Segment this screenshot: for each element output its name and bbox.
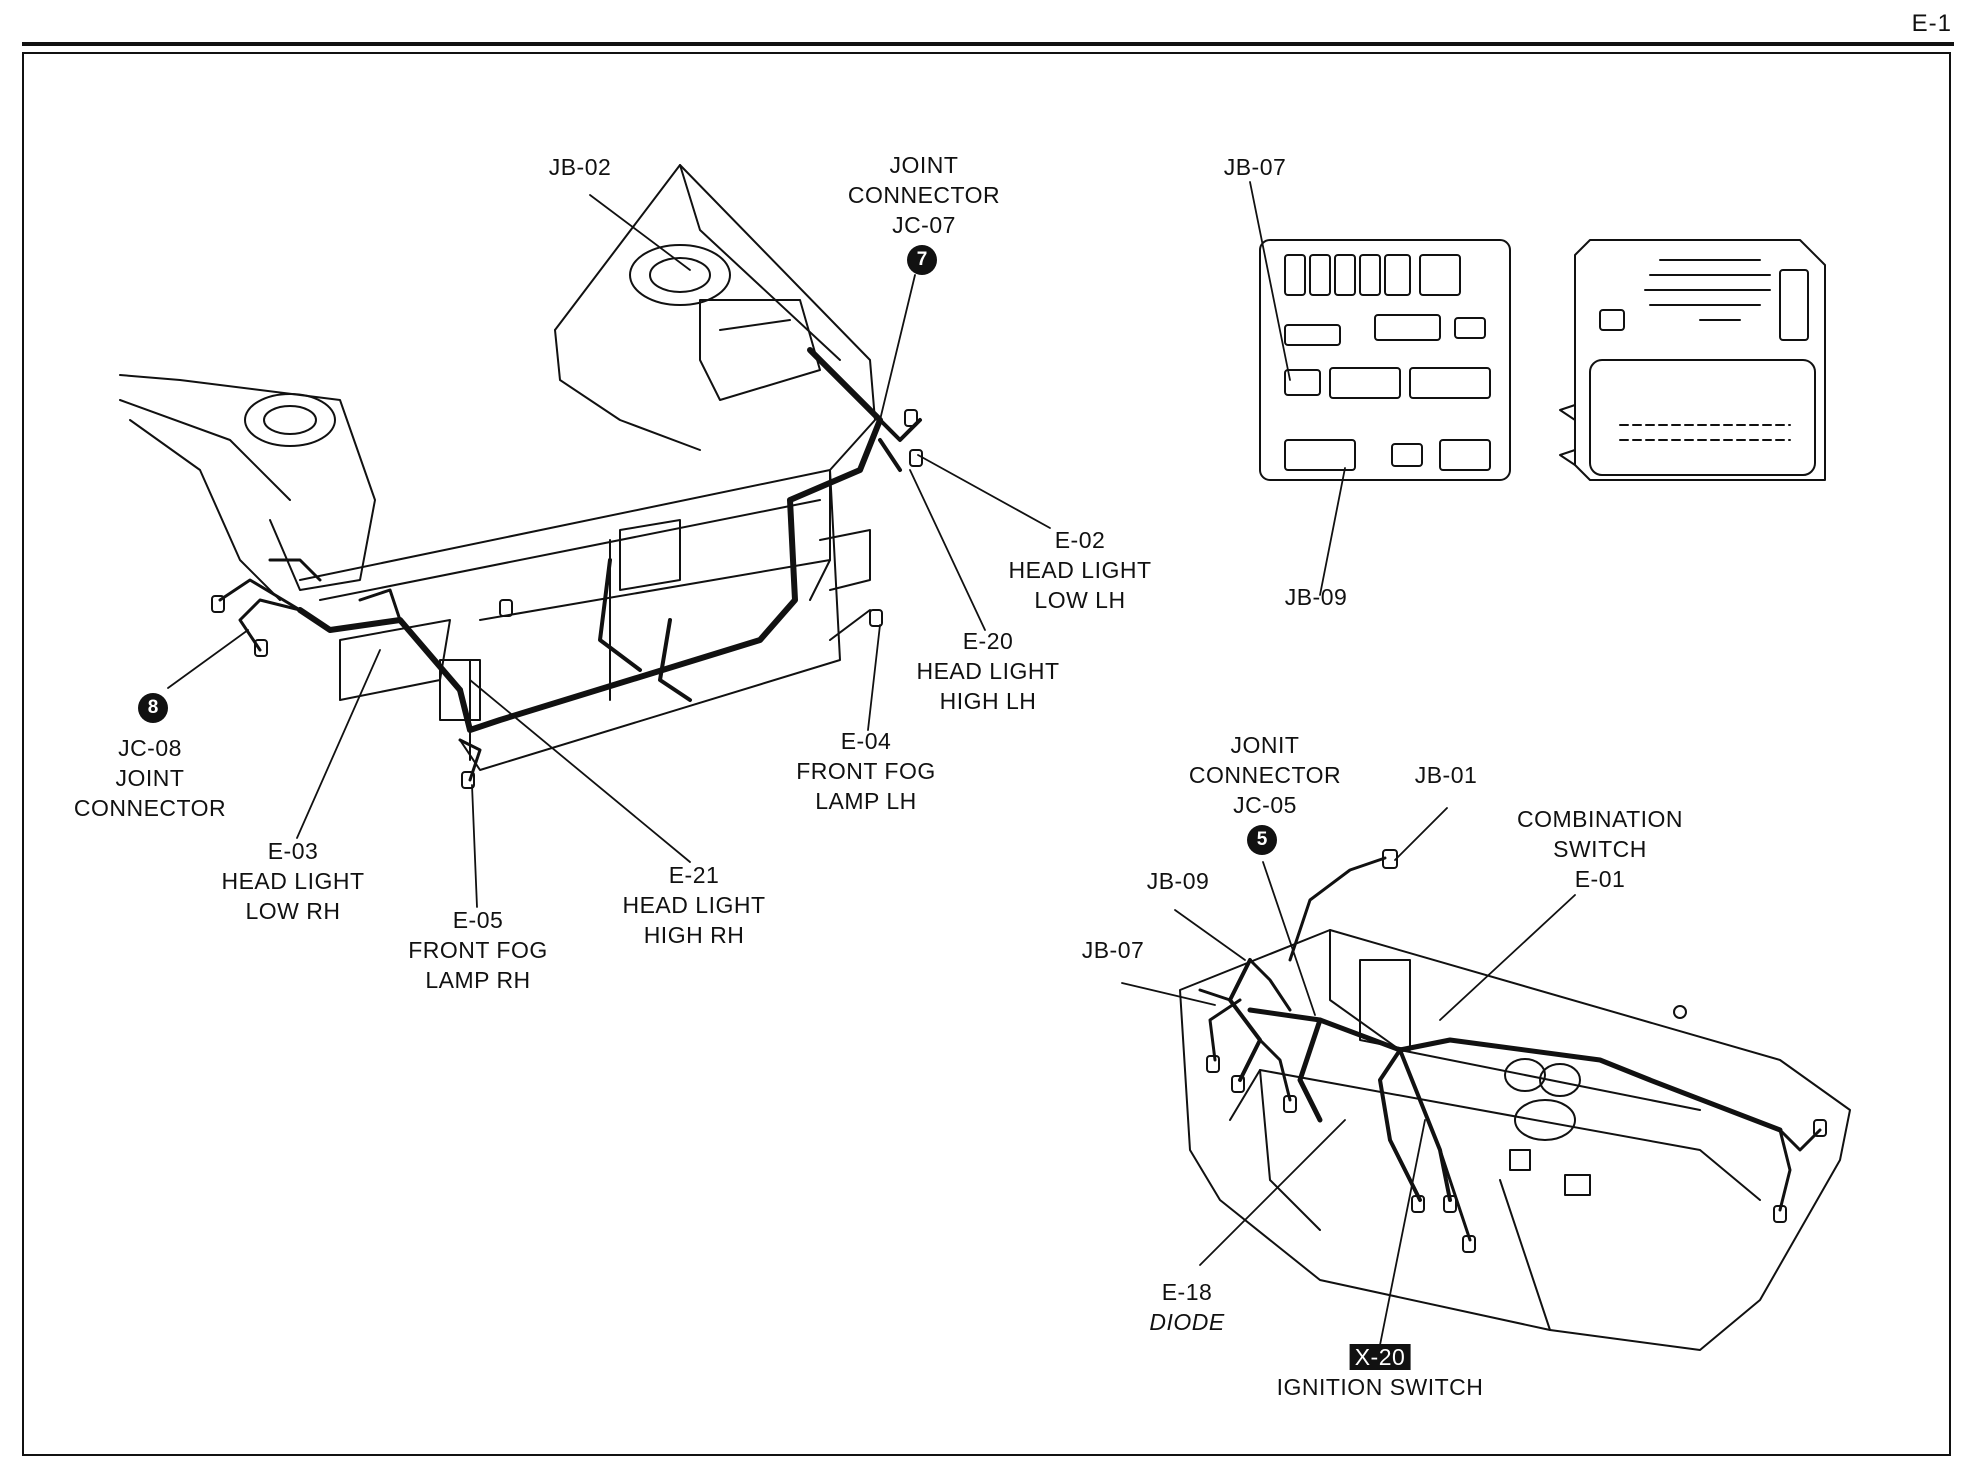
label-jc-05: JONIT CONNECTOR JC-05 — [1189, 730, 1341, 820]
label-jc-07-line2: CONNECTOR — [847, 182, 1001, 208]
badge-jc-08: 8 — [138, 693, 168, 723]
label-e-03: E-03 HEAD LIGHT LOW RH — [221, 836, 364, 926]
label-e-04-line3: LAMP LH — [815, 788, 917, 814]
instrument-panel-drawing — [1179, 849, 1851, 1351]
label-jb-07-top: JB-07 — [1224, 152, 1287, 182]
label-e-05-line3: LAMP RH — [425, 967, 531, 993]
label-e-05: E-05 FRONT FOG LAMP RH — [408, 905, 548, 995]
label-e-05-line2: FRONT FOG — [408, 937, 548, 963]
leader-lines — [167, 181, 1576, 1346]
label-e-20-line3: HIGH LH — [939, 688, 1037, 714]
label-x-20-code-wrap: X-20 — [1277, 1342, 1484, 1372]
label-e-05-line1: E-05 — [452, 907, 504, 933]
jb-09-fusebox-drawing — [1559, 239, 1826, 481]
label-jc-05-line2: CONNECTOR — [1188, 762, 1342, 788]
label-jb-02: JB-02 — [549, 152, 612, 182]
label-e-01-line2: SWITCH — [1553, 836, 1647, 862]
badge-jc-05: 5 — [1247, 825, 1277, 855]
label-jc-07-line1: JOINT — [889, 152, 959, 178]
label-jb-07-top-text: JB-07 — [1223, 154, 1287, 180]
label-e-20-line2: HEAD LIGHT — [916, 658, 1060, 684]
label-e-02: E-02 HEAD LIGHT LOW LH — [1008, 525, 1151, 615]
page-number: E-1 — [1911, 10, 1952, 37]
label-jc-05-line3: JC-05 — [1233, 792, 1297, 818]
label-jb-01: JB-01 — [1415, 760, 1478, 790]
label-e-18-line1: E-18 — [1161, 1279, 1213, 1305]
label-jc-08: JC-08 JOINT CONNECTOR — [74, 733, 226, 823]
label-x-20-name: IGNITION SWITCH — [1276, 1374, 1484, 1400]
label-jb-09-bottom-text: JB-09 — [1146, 868, 1210, 894]
label-e-21: E-21 HEAD LIGHT HIGH RH — [622, 860, 765, 950]
label-x-20: X-20 IGNITION SWITCH — [1277, 1342, 1484, 1402]
label-e-01-line1: COMBINATION — [1516, 806, 1684, 832]
label-e-21-line1: E-21 — [668, 862, 720, 888]
label-e-03-line1: E-03 — [267, 838, 319, 864]
label-e-03-line3: LOW RH — [245, 898, 341, 924]
label-jb-09-top: JB-09 — [1285, 582, 1348, 612]
label-e-04-line2: FRONT FOG — [796, 758, 936, 784]
label-jc-05-line1: JONIT — [1230, 732, 1300, 758]
label-e-18-line2: DIODE — [1149, 1309, 1225, 1335]
label-e-01: COMBINATION SWITCH E-01 — [1517, 804, 1683, 894]
engine-compartment-drawing — [119, 164, 923, 789]
label-jb-09-top-text: JB-09 — [1284, 584, 1348, 610]
label-jc-08-line2: JOINT — [115, 765, 185, 791]
label-e-02-line1: E-02 — [1054, 527, 1106, 553]
label-jb-09-bottom: JB-09 — [1147, 866, 1210, 896]
label-e-01-line3: E-01 — [1574, 866, 1626, 892]
label-e-04: E-04 FRONT FOG LAMP LH — [796, 726, 936, 816]
jb-07-fusebox-drawing — [1259, 239, 1511, 481]
label-e-02-line3: LOW LH — [1034, 587, 1126, 613]
label-jb-07-bottom-text: JB-07 — [1081, 937, 1145, 963]
label-e-21-line2: HEAD LIGHT — [622, 892, 766, 918]
label-x-20-code: X-20 — [1349, 1344, 1411, 1370]
label-e-20-line1: E-20 — [962, 628, 1014, 654]
label-jb-01-text: JB-01 — [1414, 762, 1478, 788]
badge-jc-07: 7 — [907, 245, 937, 275]
label-jc-08-line3: CONNECTOR — [73, 795, 227, 821]
label-jb-07-bottom: JB-07 — [1082, 935, 1145, 965]
label-e-04-line1: E-04 — [840, 728, 892, 754]
label-jc-08-line1: JC-08 — [118, 735, 182, 761]
label-e-02-line2: HEAD LIGHT — [1008, 557, 1152, 583]
label-e-21-line3: HIGH RH — [643, 922, 745, 948]
label-jc-07: JOINT CONNECTOR JC-07 — [848, 150, 1000, 240]
label-e-03-line2: HEAD LIGHT — [221, 868, 365, 894]
header-rule — [22, 42, 1954, 46]
label-e-18: E-18 DIODE — [1149, 1277, 1224, 1337]
label-e-20: E-20 HEAD LIGHT HIGH LH — [916, 626, 1059, 716]
diagram-frame — [22, 52, 1951, 1456]
label-jb-02-text: JB-02 — [548, 154, 612, 180]
label-jc-07-line3: JC-07 — [892, 212, 956, 238]
